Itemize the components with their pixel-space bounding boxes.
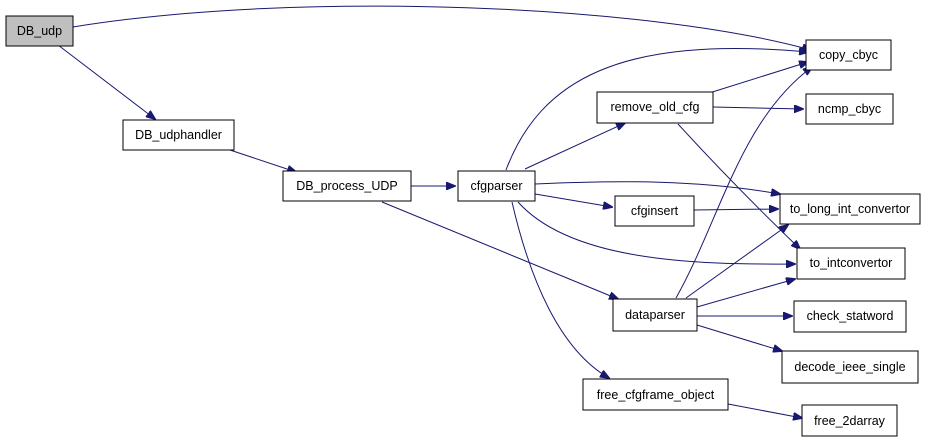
edge-cfgparser-to-to-long-int-convertor bbox=[534, 181, 780, 194]
nodes: DB_udp DB_udphandler DB_process_UDP cfgp… bbox=[5, 15, 921, 437]
edge-dataparser-to-to-intconvertor bbox=[696, 279, 795, 308]
node-cfginsert[interactable]: cfginsert bbox=[614, 195, 695, 227]
node-label: DB_udp bbox=[17, 24, 62, 38]
node-check-statword[interactable]: check_statword bbox=[793, 300, 907, 333]
node-label: cfginsert bbox=[631, 204, 679, 218]
node-label: to_intconvertor bbox=[810, 256, 893, 270]
edge-dataparser-to-decode-ieee-single bbox=[696, 324, 782, 351]
node-label: free_2darray bbox=[814, 414, 886, 428]
node-free-cfgframe-object[interactable]: free_cfgframe_object bbox=[582, 378, 729, 411]
edges bbox=[57, 5, 812, 418]
edge-db-udp-to-db-udphandler bbox=[57, 44, 155, 119]
node-db-udphandler[interactable]: DB_udphandler bbox=[122, 119, 235, 151]
node-label: DB_udphandler bbox=[135, 128, 222, 142]
edge-cfgparser-to-free-cfgframe-object bbox=[511, 201, 609, 378]
node-dataparser[interactable]: dataparser bbox=[612, 298, 698, 332]
edge-cfgparser-to-to-intconvertor bbox=[517, 201, 795, 264]
edge-db-process-udp-to-dataparser bbox=[381, 201, 618, 299]
edge-cfgparser-to-cfginsert bbox=[534, 193, 612, 207]
node-remove-old-cfg[interactable]: remove_old_cfg bbox=[596, 91, 714, 124]
edge-dataparser-to-to-long-int-convertor bbox=[685, 225, 788, 299]
node-free-2darray[interactable]: free_2darray bbox=[801, 404, 898, 437]
node-to-long-int-convertor[interactable]: to_long_int_convertor bbox=[779, 193, 921, 225]
edge-remove-old-cfg-to-to-intconvertor bbox=[677, 123, 800, 249]
edge-dataparser-to-copy-cbyc bbox=[675, 67, 812, 299]
node-to-intconvertor[interactable]: to_intconvertor bbox=[796, 247, 906, 280]
node-db-udp[interactable]: DB_udp bbox=[5, 15, 74, 47]
node-label: copy_cbyc bbox=[819, 48, 878, 62]
edge-db-udphandler-to-db-process-udp bbox=[229, 149, 296, 172]
node-label: ncmp_cbyc bbox=[818, 102, 881, 116]
node-label: cfgparser bbox=[470, 179, 522, 193]
node-decode-ieee-single[interactable]: decode_ieee_single bbox=[781, 350, 919, 384]
edge-cfginsert-to-to-long-int-convertor bbox=[693, 209, 778, 210]
edge-cfgparser-to-copy-cbyc bbox=[505, 48, 808, 171]
node-label: to_long_int_convertor bbox=[790, 202, 910, 216]
edge-cfgparser-to-remove-old-cfg bbox=[524, 123, 625, 170]
edge-free-cfgframe-object-to-free-2darray bbox=[727, 403, 802, 418]
edge-db-udp-to-copy-cbyc bbox=[72, 5, 811, 50]
node-label: check_statword bbox=[807, 309, 894, 323]
node-cfgparser[interactable]: cfgparser bbox=[457, 170, 536, 202]
node-label: remove_old_cfg bbox=[611, 100, 700, 114]
node-label: DB_process_UDP bbox=[296, 179, 397, 193]
node-label: dataparser bbox=[625, 308, 685, 322]
edge-remove-old-cfg-to-copy-cbyc bbox=[705, 62, 808, 95]
node-copy-cbyc[interactable]: copy_cbyc bbox=[805, 39, 892, 71]
node-db-process-udp[interactable]: DB_process_UDP bbox=[282, 170, 412, 202]
node-label: decode_ieee_single bbox=[794, 360, 905, 374]
node-ncmp-cbyc[interactable]: ncmp_cbyc bbox=[805, 93, 894, 125]
edge-remove-old-cfg-to-ncmp-cbyc bbox=[712, 107, 803, 109]
node-label: free_cfgframe_object bbox=[597, 388, 715, 402]
